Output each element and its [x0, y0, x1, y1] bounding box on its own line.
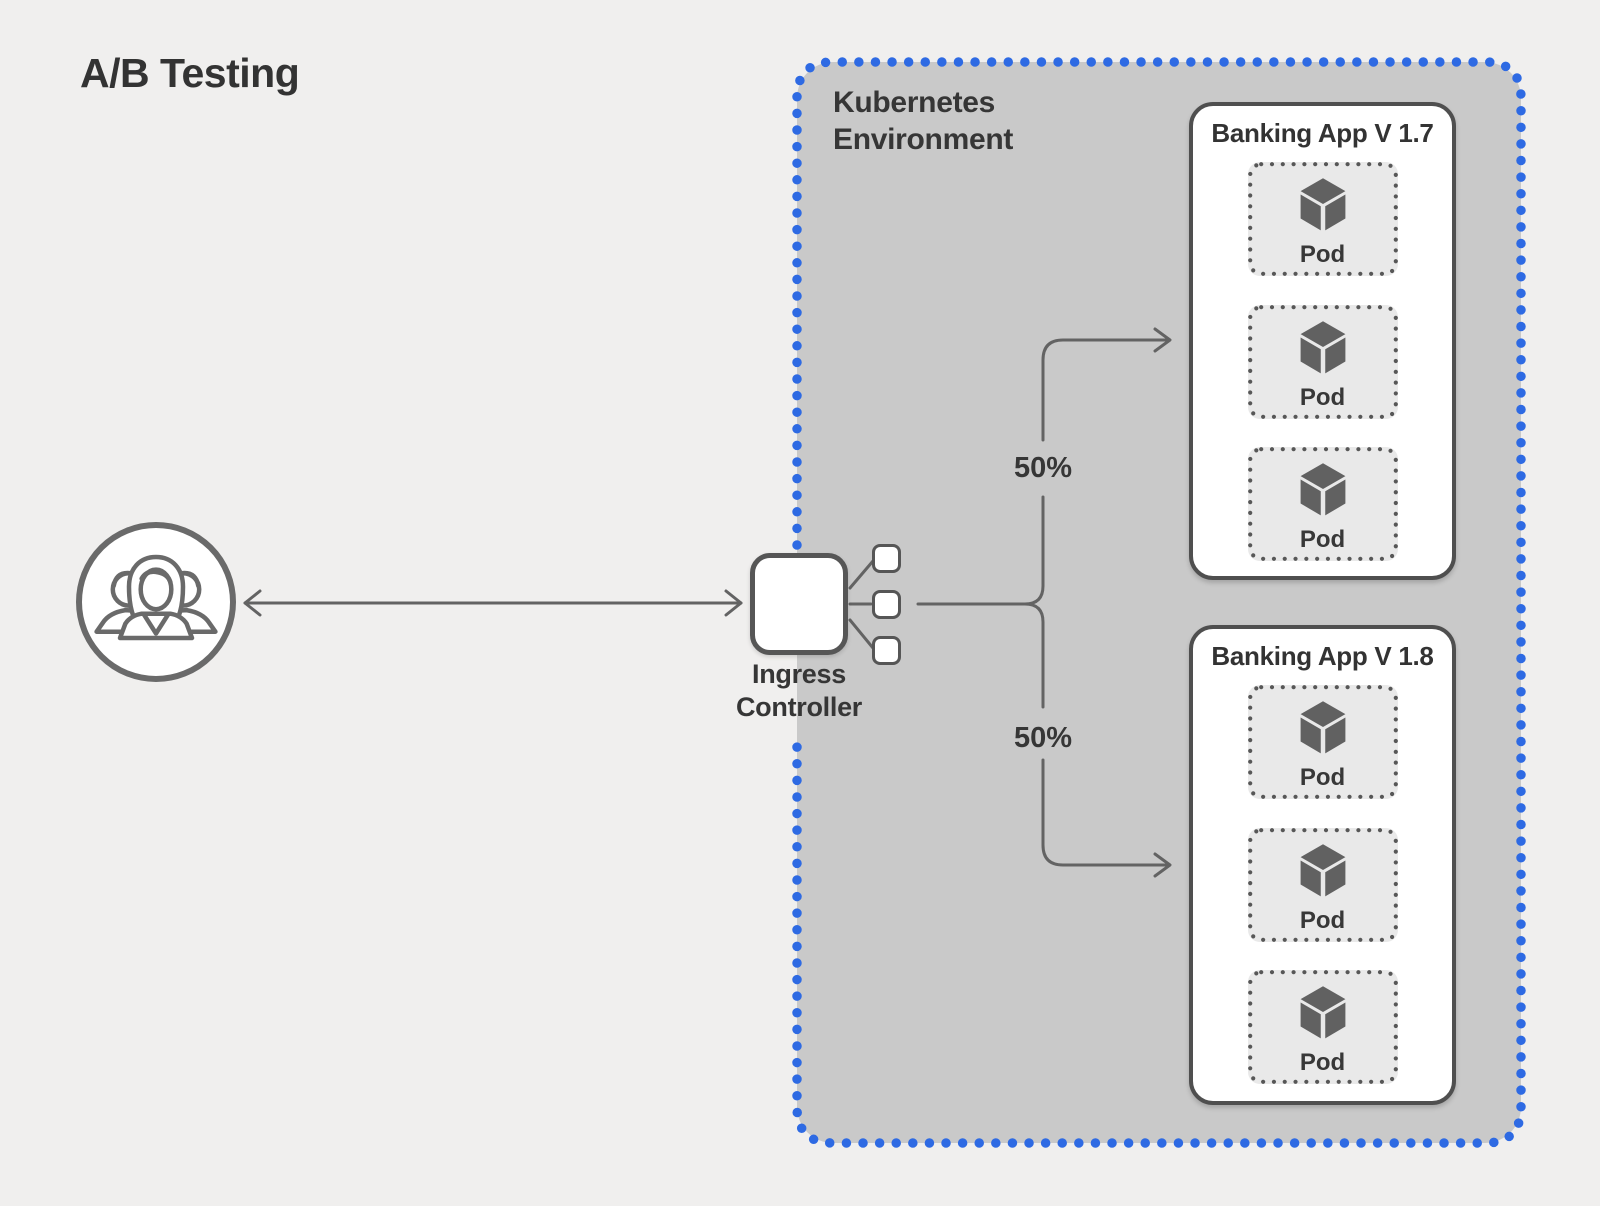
pod-dotted-border — [1247, 162, 1398, 276]
users-group-icon — [94, 554, 218, 641]
pod-dotted-border — [1247, 828, 1398, 942]
ingress-port-square-3 — [872, 636, 901, 665]
app-title-v18: Banking App V 1.8 — [1211, 641, 1434, 671]
pod-dotted-border — [1247, 970, 1398, 1084]
cube-icon — [1300, 986, 1345, 1039]
kubernetes-label-line2: Environment — [833, 123, 1014, 156]
cube-icon — [1300, 463, 1345, 516]
traffic-share-label-v17: 50% — [1013, 452, 1073, 484]
pod-label: Pod — [1299, 241, 1346, 268]
arrowhead-right-icon — [724, 589, 743, 617]
pod-dotted-border — [1247, 685, 1398, 799]
app-title-v17: Banking App V 1.7 — [1211, 118, 1434, 148]
ingress-label-line1: Ingress — [752, 659, 846, 689]
cube-icon — [1300, 321, 1345, 374]
users-group-badge — [76, 522, 236, 682]
ingress-controller-box — [750, 553, 848, 655]
cube-icon — [1300, 844, 1345, 897]
ingress-port-square-1 — [872, 544, 901, 573]
pod-box: Pod — [1247, 447, 1398, 561]
ingress-controller-label: Ingress Controller — [699, 658, 899, 724]
pod-label: Pod — [1299, 764, 1346, 791]
pod-box: Pod — [1247, 970, 1398, 1084]
pod-label: Pod — [1299, 1049, 1346, 1076]
page-title: A/B Testing — [80, 50, 300, 96]
pod-dotted-border — [1247, 305, 1398, 419]
pod-box: Pod — [1247, 305, 1398, 419]
pod-box: Pod — [1247, 162, 1398, 276]
ingress-label-line2: Controller — [735, 692, 862, 722]
kubernetes-label-line1: Kubernetes — [833, 86, 996, 119]
cube-icon — [1300, 178, 1345, 231]
pod-label: Pod — [1299, 384, 1346, 411]
pod-box: Pod — [1247, 828, 1398, 942]
traffic-share-label-v18: 50% — [1013, 722, 1073, 754]
pod-box: Pod — [1247, 685, 1398, 799]
pod-dotted-border — [1247, 447, 1398, 561]
pod-label: Pod — [1299, 526, 1346, 553]
banking-app-v18-box: Banking App V 1.8 Pod Pod — [1189, 625, 1456, 1105]
pod-label: Pod — [1299, 907, 1346, 934]
arrowhead-left-icon — [243, 589, 262, 617]
cube-icon — [1300, 701, 1345, 754]
ingress-port-square-2 — [872, 590, 901, 619]
banking-app-v17-box: Banking App V 1.7 Pod Pod — [1189, 102, 1456, 580]
kubernetes-environment-label: Kubernetes Environment — [833, 84, 1013, 158]
